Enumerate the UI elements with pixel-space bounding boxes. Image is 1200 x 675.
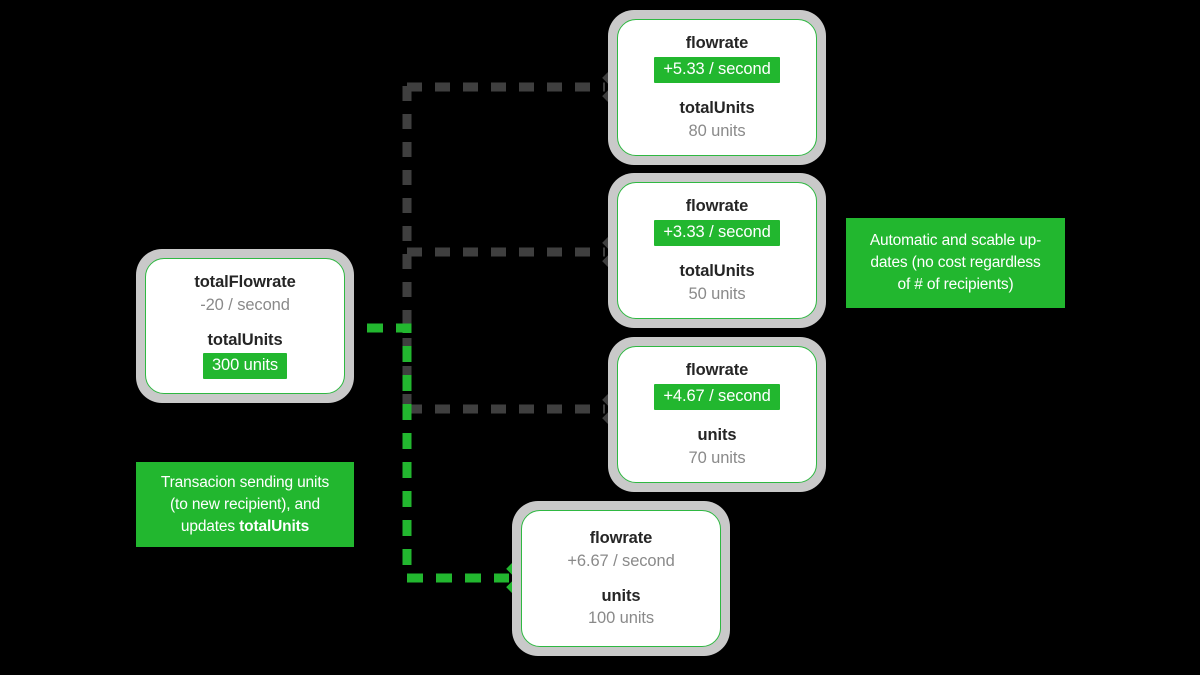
recipient-card-1-row-1-label: totalUnits [679,99,755,117]
recipient-card-2-row-0-value: +3.33 / second [654,220,780,246]
source-card-row-0-value: -20 / second [200,295,290,314]
source-card-row-0-label: totalFlowrate [194,272,296,291]
recipient-card-4[interactable]: flowrate +6.67 / second units 100 units [512,501,730,656]
recipient-card-4-row-0-value: +6.67 / second [567,551,675,570]
recipient-card-3-row-0-label: flowrate [685,361,749,380]
recipient-card-4-row-1-value: 100 units [587,609,655,628]
recipient-card-1-row-0-value: +5.33 / second [654,57,780,83]
recipient-card-1-body: flowrate +5.33 / second totalUnits 80 un… [617,19,817,156]
callout-left-line2: (to new recipient), and [170,495,320,513]
callout-left-line3-bold: totalUnits [239,517,310,535]
recipient-card-2-row-1-label: totalUnits [679,262,755,280]
recipient-card-4-body: flowrate +6.67 / second units 100 units [521,510,721,647]
callout-automatic-updates: Automatic and scable up- dates (no cost … [846,218,1065,308]
recipient-card-3[interactable]: flowrate +4.67 / second units 70 units [608,337,826,492]
recipient-card-4-row-1-label: units [601,586,641,605]
callout-transaction-text: Transacion sending units (to new recipie… [161,472,329,538]
recipient-card-3-body: flowrate +4.67 / second units 70 units [617,346,817,483]
recipient-card-1-row-0-label: flowrate [685,34,749,53]
callout-right-line1: Automatic and scable up- [869,232,1042,249]
recipient-card-1[interactable]: flowrate +5.33 / second totalUnits 80 un… [608,10,826,165]
callout-automatic-updates-text: Automatic and scable up- dates (no cost … [870,230,1041,296]
source-card-row-1-label: totalUnits [207,330,283,349]
source-card-row-1-value: 300 units [202,353,288,380]
source-card-body: totalFlowrate -20 / second totalUnits 30… [145,258,345,394]
callout-right-line3: of # of recipients) [897,276,1014,293]
recipient-card-3-row-1-label: units [697,426,737,444]
recipient-card-2[interactable]: flowrate +3.33 / second totalUnits 50 un… [608,173,826,328]
callout-left-line1: Transacion sending units [160,473,330,491]
recipient-card-1-row-1-value: 80 units [688,121,746,140]
recipient-card-2-row-0-label: flowrate [685,197,749,216]
callout-transaction: Transacion sending units (to new recipie… [136,462,354,547]
recipient-card-3-row-1-value: 70 units [688,448,746,467]
recipient-card-3-row-0-value: +4.67 / second [654,384,780,410]
connector-green-new-flow [338,323,509,583]
recipient-card-2-body: flowrate +3.33 / second totalUnits 50 un… [617,182,817,319]
callout-right-line2: dates (no cost regardless [870,254,1041,271]
callout-left-line3-prefix: updates [180,517,240,535]
recipient-card-4-row-0-label: flowrate [589,528,653,547]
recipient-card-2-row-1-value: 50 units [688,284,746,303]
source-card[interactable]: totalFlowrate -20 / second totalUnits 30… [136,249,354,403]
